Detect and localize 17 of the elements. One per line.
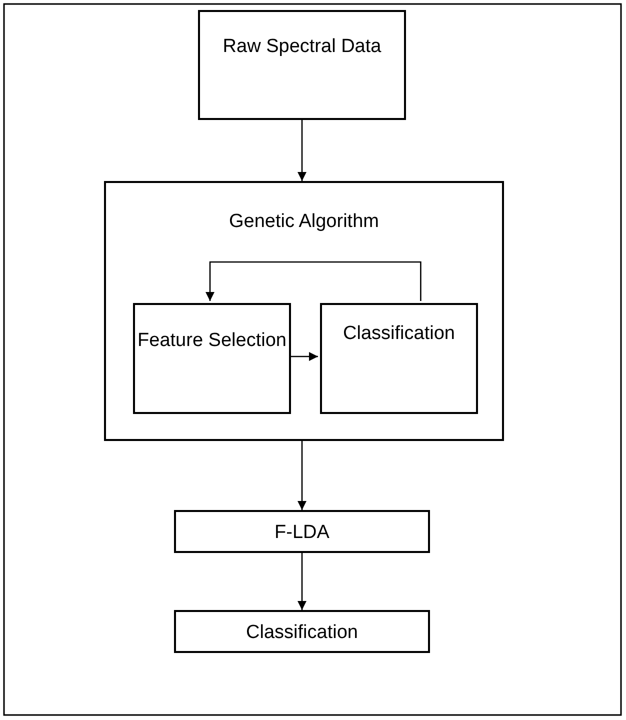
box-label: Raw Spectral Data (222, 35, 382, 59)
arrow (297, 441, 307, 510)
box-label: F-LDA (274, 521, 330, 545)
process-box (174, 610, 430, 653)
process-box (133, 303, 291, 414)
group-title: Genetic Algorithm (228, 210, 380, 234)
arrow (289, 352, 318, 362)
process-box (320, 303, 478, 414)
box-label: Feature Selection (136, 329, 288, 353)
process-box (174, 510, 430, 553)
arrow (297, 120, 307, 181)
box-label: Classification (245, 621, 359, 645)
process-box (198, 10, 406, 120)
arrow (205, 261, 422, 301)
box-label: Classification (342, 322, 456, 346)
arrow (297, 553, 307, 610)
group-box (104, 181, 504, 441)
